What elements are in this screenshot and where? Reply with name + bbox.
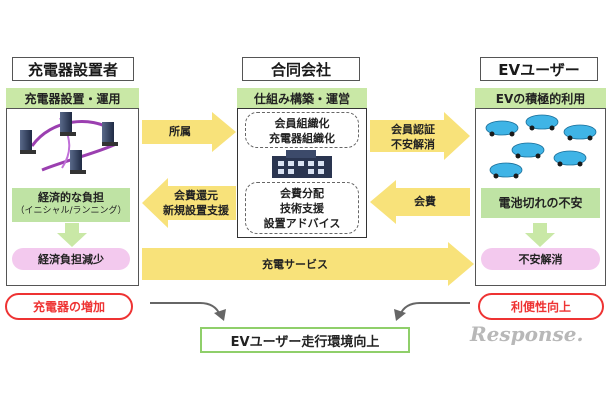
driving-environment-box: EVユーザー走行環境向上 [200, 327, 410, 353]
charging-service-label: 充電サービス [262, 258, 328, 271]
burden-reduced: 経済負担減少 [12, 248, 130, 270]
ev-user-title: EVユーザー [480, 57, 598, 81]
services-line2: 技術支援 [280, 202, 324, 215]
services-line3: 設置アドバイス [263, 217, 341, 230]
converging-arrows [150, 302, 470, 321]
charger-servers-icon [20, 112, 118, 174]
company-title: 合同会社 [242, 57, 360, 81]
refund-line2: 新規設置支援 [163, 204, 229, 217]
fee-arrow [370, 180, 470, 224]
economic-burden: 経済的な負担 （イニシャル/ランニング） [12, 188, 130, 222]
economic-burden-line1: 経済的な負担 [38, 191, 104, 204]
affiliation-arrow [142, 112, 236, 152]
charger-increase: 充電器の増加 [5, 293, 133, 320]
office-building-icon [272, 150, 332, 178]
auth-arrow [370, 112, 470, 160]
ev-user-subtitle: EVの積極的利用 [475, 88, 606, 108]
refund-arrow [142, 178, 236, 228]
convenience-up: 利便性向上 [478, 293, 604, 320]
refund-line1: 会費還元 [174, 189, 218, 202]
services-box: 会費分配 技術支援 設置アドバイス [245, 182, 359, 234]
down-arrow-icon [57, 223, 87, 247]
auth-label: 会員認証 不安解消 [378, 122, 448, 152]
membership-line1: 会員組織化 [274, 117, 330, 130]
company-subtitle: 仕組み構築・運営 [237, 88, 367, 108]
charging-service-arrow [142, 242, 474, 286]
membership-box: 会員組織化 充電器組織化 [245, 112, 359, 148]
installer-subtitle: 充電器設置・運用 [6, 88, 139, 108]
worry-relieved: 不安解消 [481, 248, 600, 270]
response-watermark: Response. [470, 322, 584, 346]
auth-line2: 不安解消 [391, 138, 435, 151]
fee-label: 会費 [414, 195, 436, 208]
battery-worry: 電池切れの不安 [481, 188, 600, 218]
affiliation-label: 所属 [169, 125, 191, 138]
economic-burden-line2: （イニシャル/ランニング） [15, 206, 127, 216]
refund-label: 会費還元 新規設置支援 [155, 188, 237, 218]
ev-cars-icon [485, 114, 597, 179]
membership-line2: 充電器組織化 [269, 132, 335, 145]
auth-line1: 会員認証 [391, 123, 435, 136]
installer-title: 充電器設置者 [12, 57, 134, 81]
down-arrow-icon [525, 223, 555, 247]
services-line1: 会費分配 [280, 187, 324, 200]
